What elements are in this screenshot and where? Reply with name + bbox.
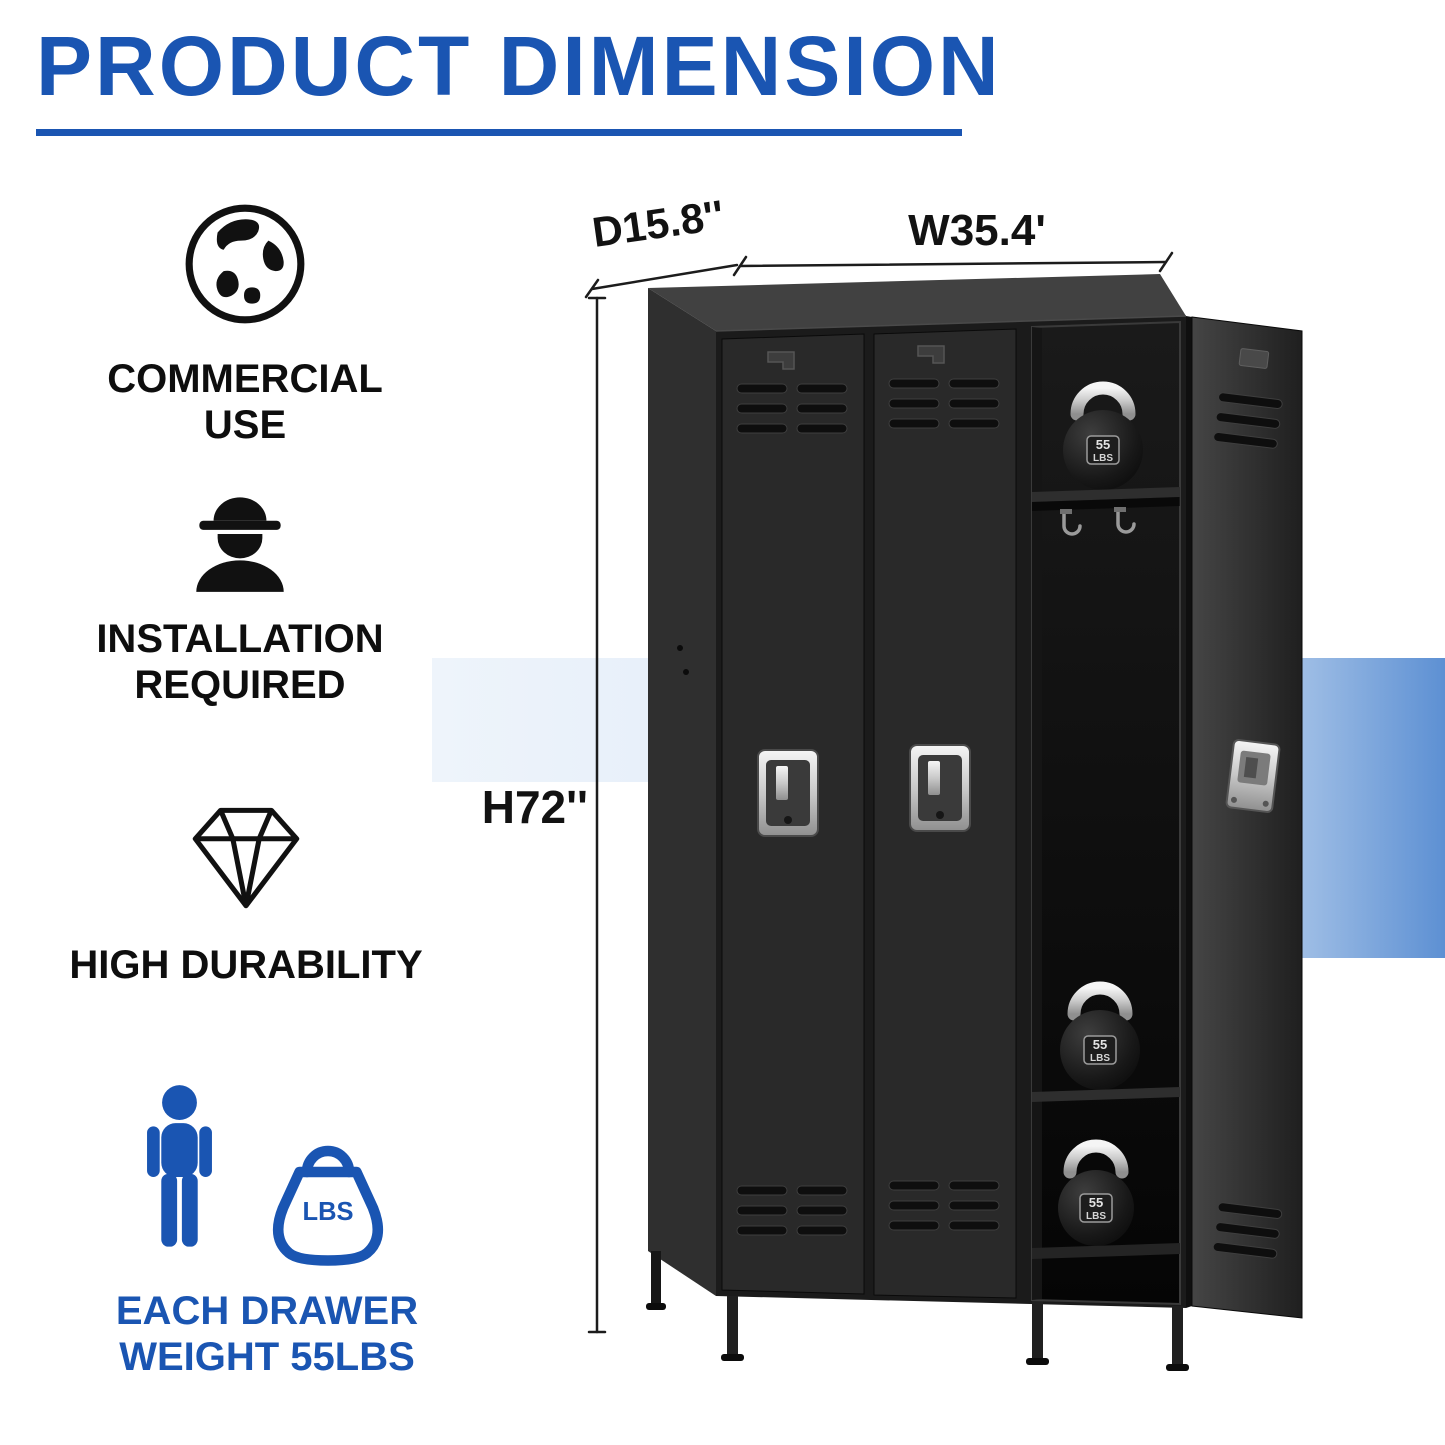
drawer-weight-icons: LBS [132,1082,403,1272]
locker-door-2 [873,328,1017,1299]
locker-door-1 [721,333,865,1295]
door-hasp [767,351,795,370]
title-underline [36,129,962,136]
height-dimension-label: H72'' [481,781,588,833]
kettlebell-weight-unit: LBS [1086,1211,1106,1222]
weight-icon-label: LBS [302,1198,353,1226]
kettlebell-weight-value: 55 [1096,437,1110,452]
kettlebell-top: 55 LBS [1063,381,1143,490]
kettlebell-bottom: 55 LBS [1058,1139,1134,1246]
feature-label-line: EACH DRAWER [115,1289,419,1333]
kettlebell-weight-unit: LBS [1090,1053,1110,1064]
feature-installation-required: INSTALLATION REQUIRED [75,476,405,708]
globe-icon [185,204,305,324]
diamond-icon [192,807,300,909]
dimension-lines [584,251,1174,1334]
feature-commercial-use: COMMERCIAL USE [85,198,405,448]
feature-label-line: INSTALLATION [96,617,384,661]
feature-label-line: HIGH DURABILITY [69,943,423,987]
door-handle [757,749,819,837]
weight-icon: LBS [272,1145,383,1266]
door-hasp [917,345,945,364]
feature-label-line: USE [203,403,287,447]
locker-open-compartment: 55 LBS 55 LBS [1031,320,1181,1306]
kettlebell-weight-unit: LBS [1093,453,1113,464]
feature-drawer-weight: LBS EACH DRAWER WEIGHT 55LBS [92,1082,442,1380]
kettlebell-middle: 55 LBS [1060,981,1140,1090]
person-icon [146,1085,212,1247]
page-title: PRODUCT DIMENSION [36,19,1002,113]
feature-label-line: REQUIRED [134,663,346,707]
door-latch-plate [1225,739,1281,813]
kettlebell-weight-value: 55 [1093,1037,1107,1052]
coat-hooks [1062,510,1136,536]
kettlebell-weight-value: 55 [1089,1195,1103,1210]
worker-icon [196,497,284,592]
width-dimension-label: W35.4' [908,206,1046,255]
locker-open-door [1186,316,1303,1319]
feature-label-line: COMMERCIAL [107,357,383,401]
locker-legs [646,1251,1189,1371]
door-handle [909,744,971,832]
feature-high-durability: HIGH DURABILITY [58,790,434,988]
door-hasp [1238,348,1270,369]
feature-label-line: WEIGHT 55LBS [119,1335,415,1379]
